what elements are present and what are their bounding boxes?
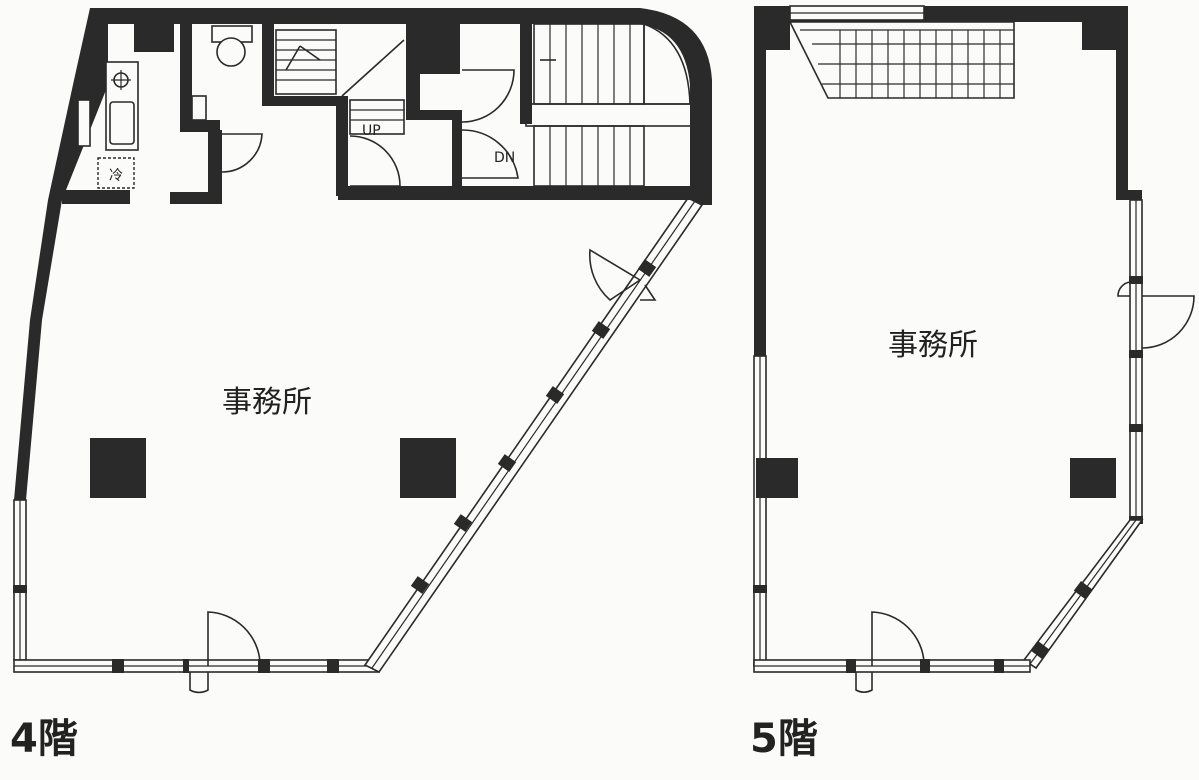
stair-4f-right xyxy=(525,22,697,187)
floor-4-stair2-door xyxy=(461,69,515,123)
sink-icon xyxy=(109,101,135,145)
floor-5-entrance-door xyxy=(871,611,925,666)
floor-4-room-label: 事務所 xyxy=(222,385,312,420)
floor-5-column-right xyxy=(1070,458,1116,498)
floor-5-west-wall xyxy=(754,6,766,356)
floor-4-label: 4階 xyxy=(10,716,78,762)
floor-4-entrance-door xyxy=(207,611,261,666)
floor-4-column-right xyxy=(400,438,456,498)
fridge-label: 冷 xyxy=(109,168,123,184)
floor-4-core-wall xyxy=(62,190,130,204)
floor-5-label: 5階 xyxy=(750,716,818,762)
floor-5-column-left xyxy=(756,458,798,498)
stair-4f-left xyxy=(275,29,405,135)
floor-4-outer-wall xyxy=(14,8,712,500)
floor-4-wc-door xyxy=(221,133,263,173)
fridge-icon: 冷 xyxy=(97,157,135,189)
kitchen-counter xyxy=(77,61,139,151)
stairs-down-label: DN xyxy=(494,150,515,166)
floor-4-east-door xyxy=(588,248,642,302)
toilet-icon xyxy=(211,25,253,67)
floor-5-room-label: 事務所 xyxy=(888,328,978,363)
floor-5-east-wall xyxy=(1116,6,1128,200)
floor-5-plan: 事務所 5階 xyxy=(750,5,1195,762)
stove-icon xyxy=(111,70,131,90)
stairs-up-label: UP xyxy=(362,123,381,139)
floor-4-stair-door xyxy=(349,135,401,187)
floor-4-plan: 冷 UP xyxy=(10,8,712,762)
floor-5-east-door xyxy=(1141,295,1195,349)
floor-4-column-left xyxy=(90,438,146,498)
stair-5f xyxy=(788,21,1015,99)
